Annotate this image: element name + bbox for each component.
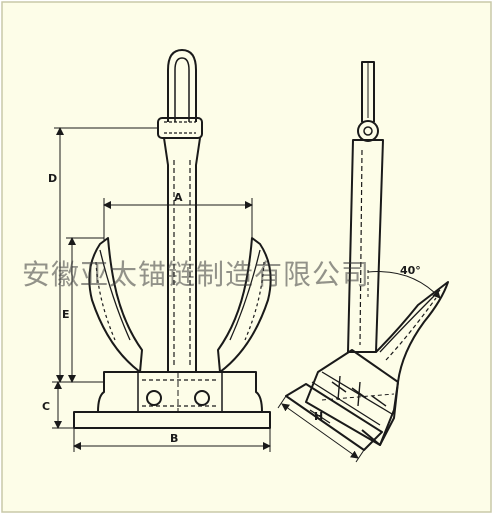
- side-crown: [305, 349, 399, 446]
- dim-line-h: [281, 403, 359, 459]
- side-fluke: [348, 281, 449, 446]
- front-left-fluke: [88, 237, 143, 373]
- front-shackle: [167, 49, 197, 122]
- label-a: A: [174, 191, 183, 204]
- side-dimension-lines: [277, 270, 441, 463]
- front-right-fluke: [217, 237, 272, 373]
- front-base-plate: [73, 411, 271, 429]
- label-e: E: [62, 308, 70, 321]
- front-pin-hole-left: [146, 390, 162, 406]
- front-shackle-inner: [174, 57, 190, 122]
- side-view: [285, 61, 449, 451]
- label-angle: 40°: [400, 264, 421, 277]
- watermark-text: 安徽亚太锚链制造有限公司: [22, 258, 370, 291]
- angle-arc: [367, 271, 441, 299]
- dimension-lines: [52, 127, 271, 452]
- front-view: [73, 49, 272, 429]
- label-c: C: [42, 400, 50, 413]
- label-b: B: [170, 432, 178, 445]
- label-h: H: [314, 410, 323, 423]
- label-d: D: [48, 172, 57, 185]
- front-pin-hole-right: [194, 390, 210, 406]
